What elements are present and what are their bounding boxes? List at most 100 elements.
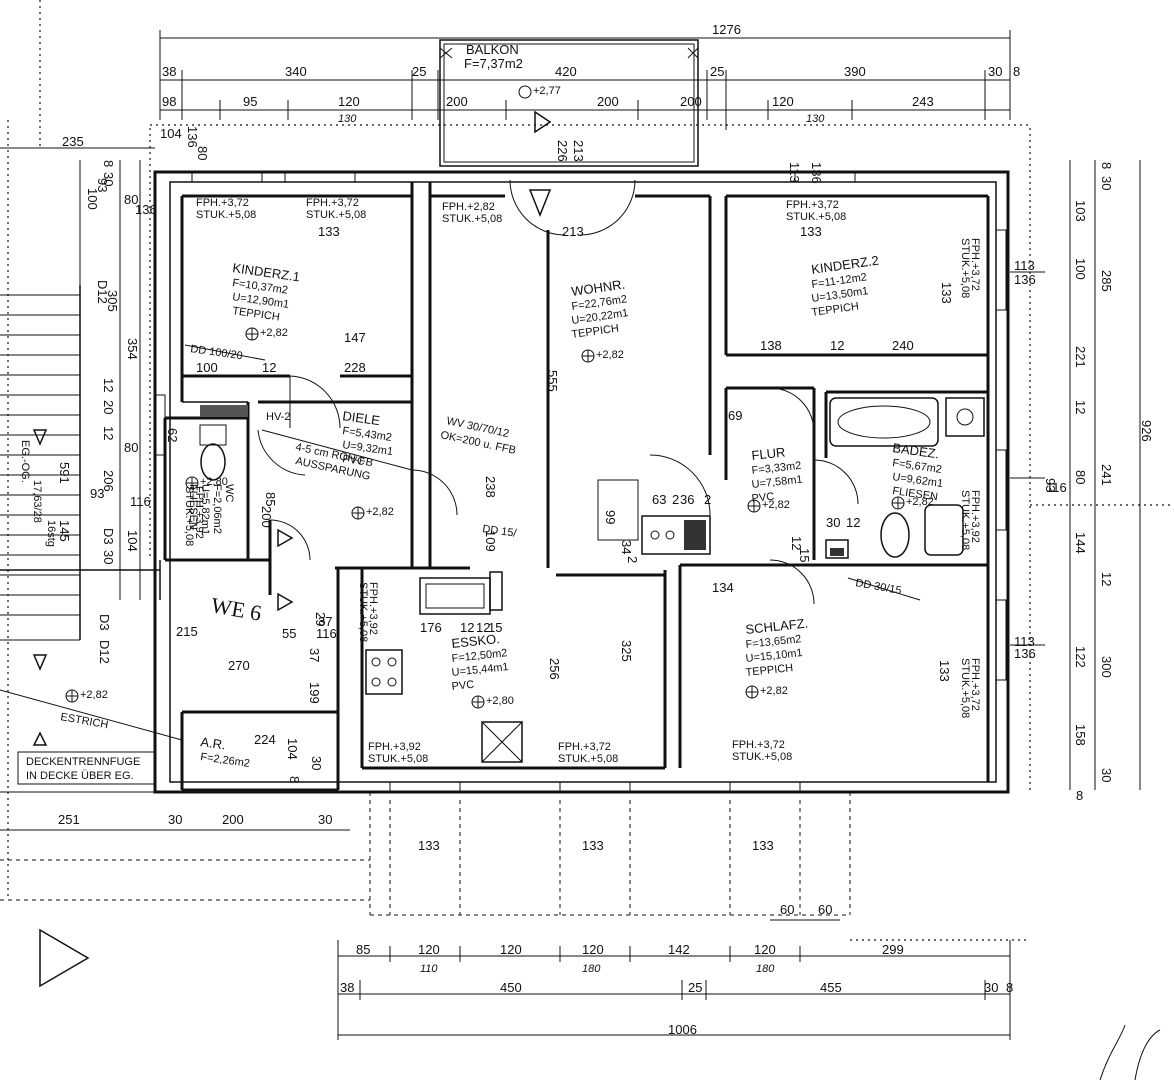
- dim-label: 147: [344, 330, 366, 345]
- dim-label: 25: [710, 64, 724, 79]
- dim-label: 20: [101, 400, 116, 414]
- dim-label: 354: [125, 338, 140, 360]
- right-dimension-lines: [1010, 160, 1174, 790]
- direction-arrow-icon: [528, 189, 552, 218]
- balcony-name: BALKON: [466, 42, 519, 57]
- dim-label: 136: [135, 202, 157, 217]
- dim-label: 100: [85, 188, 100, 210]
- room-wc-label: WC: [223, 484, 235, 502]
- stair-labels: 16stg 17,63/28 EG.-OG. D12 D12: [19, 280, 112, 671]
- level-value: +2,82: [80, 689, 108, 701]
- window-note: FPH.+3,72: [732, 739, 785, 751]
- triangle-marker-icon: [32, 731, 48, 746]
- dim-label: 60: [780, 902, 794, 917]
- stair-count: 16stg: [45, 520, 57, 547]
- fridge-icon: [489, 571, 503, 611]
- room-schlafz-label: U=15,10m1: [745, 647, 803, 665]
- dim-label: 93: [1043, 478, 1058, 492]
- dim-label: 420: [555, 64, 577, 79]
- handwritten-dim: 130: [338, 113, 357, 125]
- left-dimension-lines: [0, 0, 155, 900]
- dim-label: 12: [1073, 400, 1088, 414]
- window-note: STUK.+5,08: [442, 213, 502, 225]
- stair-floors: EG.-OG.: [19, 440, 31, 483]
- dim-label: 213: [571, 140, 586, 162]
- windows: [154, 171, 1007, 793]
- dim-label: 60: [818, 902, 832, 917]
- dim-label: 270: [228, 658, 250, 673]
- stair-ratio: 17,63/28: [31, 480, 43, 523]
- room-schlafz-label: SCHLAFZ.: [745, 615, 809, 636]
- room-essko-label: PVC: [451, 679, 475, 693]
- direction-arrow-icon: [39, 928, 90, 988]
- level-marker: +2,80: [471, 695, 514, 709]
- dim-label: 15: [488, 620, 502, 635]
- sink-icon: [945, 397, 985, 437]
- dim-label: 136: [809, 162, 824, 184]
- dim-label: 38: [162, 64, 176, 79]
- room-wc-label: U=5,82m1: [199, 484, 211, 535]
- dim-label: 30: [309, 756, 324, 770]
- balcony-area: F=7,37m2: [464, 56, 523, 71]
- bottom-dimension-lines: [337, 919, 1011, 1040]
- direction-arrow-icon: [277, 528, 294, 548]
- window-note: FPH.+3,72: [558, 741, 611, 753]
- shaft-icon: [825, 539, 849, 559]
- dim-label: 226: [555, 140, 570, 162]
- dim-label: 300: [1099, 656, 1114, 678]
- joint-note-box: [17, 751, 157, 785]
- dim-label: 8: [1099, 162, 1114, 169]
- level-value: +2,82: [906, 496, 934, 508]
- room-labels: KINDERZ.1F=10,37m2U=12,90m1TEPPICHWOHNR.…: [187, 253, 944, 770]
- dim-label: 25: [688, 980, 702, 995]
- room-schlafz-label: F=13,65m2: [745, 633, 802, 651]
- kitchen-sink-icon: [419, 577, 491, 615]
- dim-label: 98: [162, 94, 176, 109]
- level-marker: +2,82: [891, 496, 934, 510]
- dim-label: 120: [754, 942, 776, 957]
- window-note: FPH.+3,72: [306, 197, 359, 209]
- dim-label: 224: [254, 732, 276, 747]
- direction-arrow-icon: [277, 592, 294, 612]
- dim-label: 12: [460, 620, 474, 635]
- dim-label: 30: [988, 64, 1002, 79]
- dim-label: 251: [58, 812, 80, 827]
- dim-label: 2: [625, 556, 640, 563]
- room-diele-label: PVC: [342, 453, 366, 468]
- dim-label: 144: [1073, 532, 1088, 554]
- level-marker: +2,82: [65, 689, 108, 703]
- dim-label: 120: [582, 942, 604, 957]
- dim-label: 104: [125, 530, 140, 552]
- note-joint: IN DECKE ÜBER EG.: [26, 770, 134, 782]
- room-diele-label: DIELE: [342, 408, 382, 428]
- dim-label: 36: [680, 492, 694, 507]
- dim-label: 8: [1076, 788, 1083, 803]
- dim-label: 29: [313, 612, 328, 626]
- room-wc-label: FLIESEN: [187, 484, 199, 530]
- dim-label: 116: [1046, 480, 1067, 495]
- toilet-icon: [200, 443, 226, 481]
- dim-label: 120: [418, 942, 440, 957]
- hearth-icon: [684, 520, 706, 550]
- dim-label: 243: [912, 94, 934, 109]
- window-note: STUK.+5,08: [558, 753, 618, 765]
- dim-label: 15: [797, 548, 812, 562]
- dim-label: 145: [57, 520, 72, 542]
- dim-label: 85: [356, 942, 370, 957]
- dim-label: 12: [476, 620, 490, 635]
- dim-label: 122: [1073, 646, 1088, 668]
- dim-label: 926: [1139, 420, 1154, 442]
- dim-label: 8: [1013, 64, 1020, 79]
- dim-label: 30: [1099, 768, 1114, 782]
- room-flur-label: FLUR: [751, 445, 786, 463]
- dim-label: 62: [165, 428, 180, 442]
- dim-label: 120: [500, 942, 522, 957]
- dim-label: 200: [446, 94, 468, 109]
- dim-label: 30: [168, 812, 182, 827]
- window-note: FPH.+3,72: [196, 197, 249, 209]
- balcony-level: +2,77: [533, 85, 561, 97]
- door-tag: D12: [95, 280, 110, 304]
- dim-label: 200: [259, 506, 274, 528]
- dim-label: 8: [101, 160, 116, 167]
